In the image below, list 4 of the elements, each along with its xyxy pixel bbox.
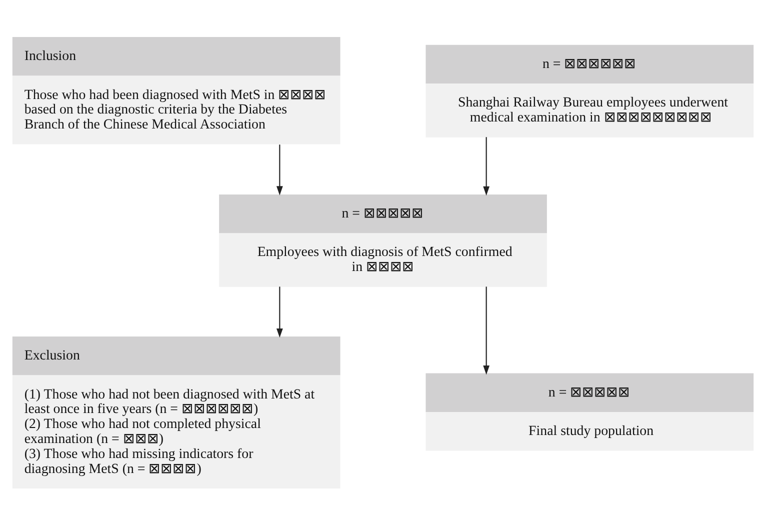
arrow <box>483 286 490 374</box>
arrow <box>276 286 283 338</box>
arrow <box>483 136 490 196</box>
arrow <box>276 144 283 195</box>
